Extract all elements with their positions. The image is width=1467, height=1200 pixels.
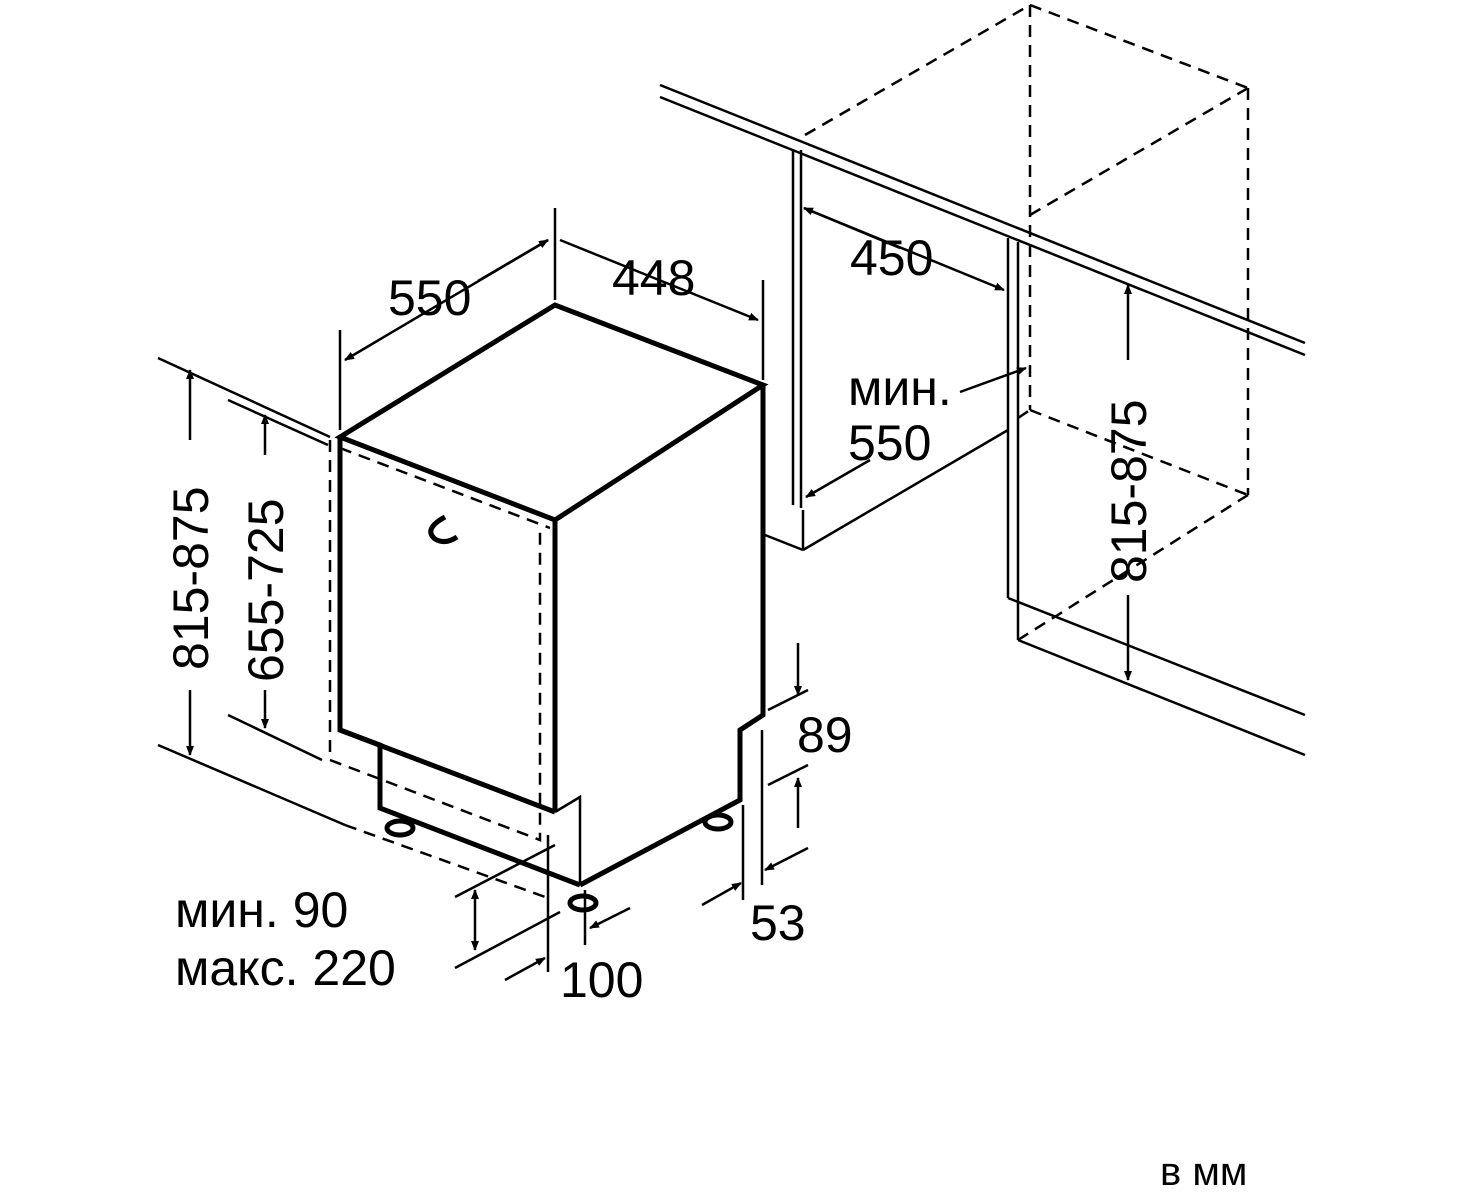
plinth-top-label: 89 [797, 707, 853, 763]
foot-icon [702, 812, 734, 832]
width-label: 448 [612, 250, 695, 306]
foot-icon [567, 893, 599, 913]
niche-depth-min-label: мин. [848, 360, 952, 416]
depth-label: 550 [388, 270, 471, 326]
door-handle-icon [428, 514, 459, 545]
units-label: в мм [1160, 1150, 1247, 1194]
foot-offset-label: 100 [560, 952, 643, 1008]
plinth-side-label: 53 [750, 895, 806, 951]
height-left-label: 815-875 [163, 487, 219, 671]
niche-depth-value-label: 550 [848, 415, 931, 471]
dimension-lines [186, 206, 1132, 982]
plinth-max-label: макс. 220 [175, 940, 396, 996]
niche-width-label: 450 [850, 230, 933, 286]
foot-icon [384, 818, 416, 838]
dishwasher-body [328, 302, 769, 913]
plinth-min-label: мин. 90 [175, 882, 348, 938]
height-right-label: 815-875 [1101, 400, 1157, 584]
kitchen-cabinet-niche [659, 3, 1306, 757]
door-height-label: 655-725 [238, 499, 294, 683]
